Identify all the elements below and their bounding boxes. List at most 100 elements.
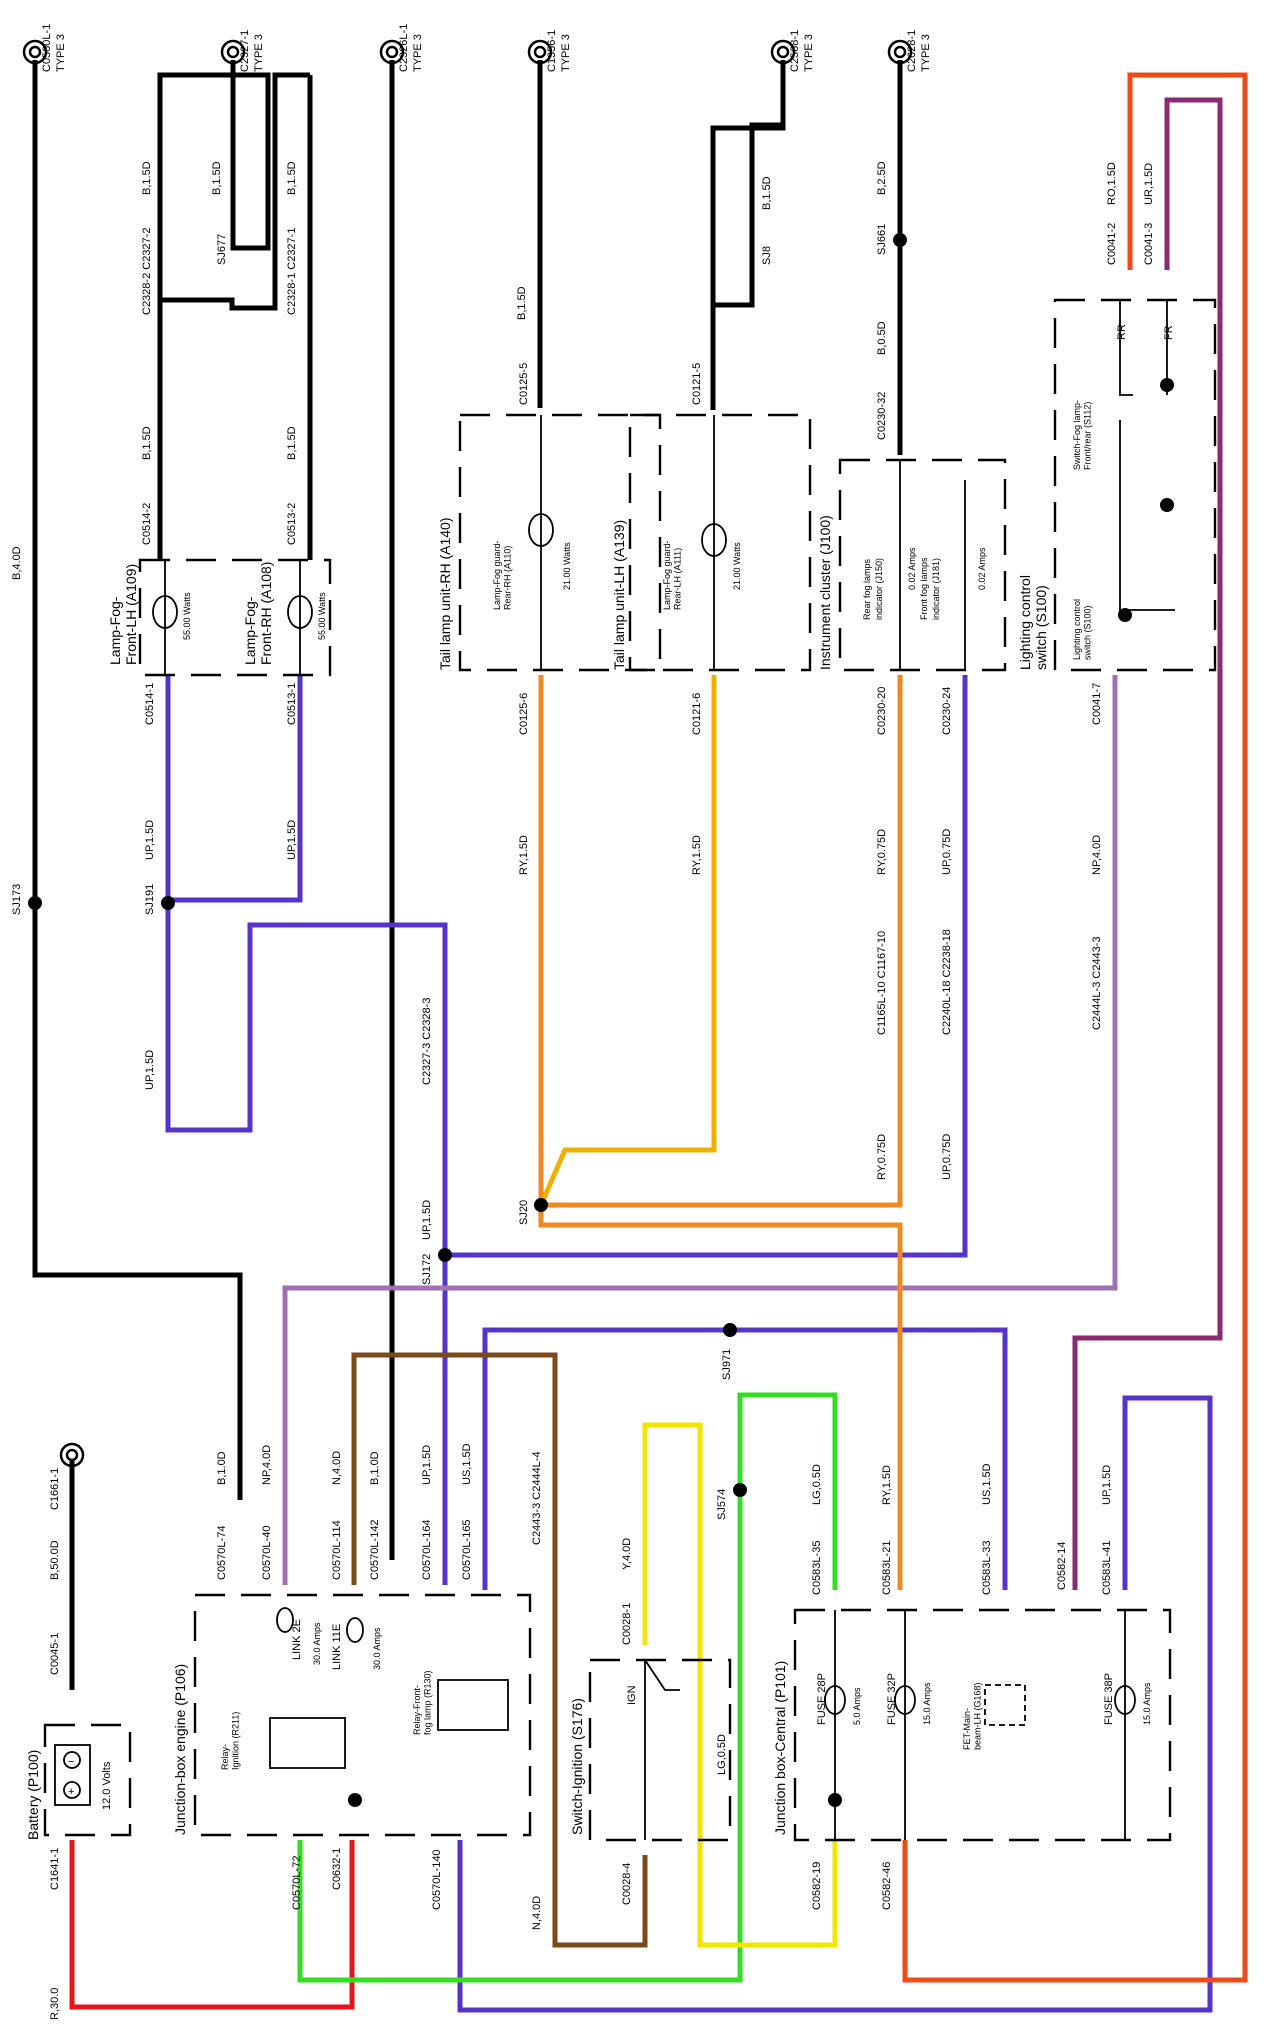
wire-label: B,1.5D xyxy=(286,161,298,195)
wire-label: RO,1.5D xyxy=(1106,162,1118,205)
wire-label: B,1.5D xyxy=(141,426,153,460)
splice-label: SJ574 xyxy=(716,1489,728,1520)
conn-label: C0583L-35 xyxy=(811,1541,823,1595)
conn-label: C2444L-3 C2443-3 xyxy=(1091,936,1103,1030)
wire-green-lg xyxy=(297,1392,838,1983)
wire-label: B,1.5D xyxy=(761,176,773,210)
title-lamp-fog-front-lh: Lamp-Fog-Front-LH (A109) xyxy=(107,564,139,665)
wire-b-4-0 xyxy=(32,60,243,1500)
ground-label-4: C2568-1 xyxy=(789,30,801,72)
conn-label: C0582-46 xyxy=(881,1862,893,1910)
conn-label: C0125-5 xyxy=(518,363,530,405)
inner-lighting-control: Lighting controlswitch (S100) xyxy=(1072,599,1092,660)
conn-label: C0570L-140 xyxy=(431,1849,443,1910)
ground-label-0: C0560L-1 xyxy=(41,24,53,72)
wire-label: RY,0.75D xyxy=(876,829,888,875)
fr-label: FR xyxy=(1163,325,1175,340)
battery-voltage: 12.0 Volts xyxy=(101,1761,113,1810)
fog-switch-label: Switch-Fog lamp-Front/rear (S112) xyxy=(1072,400,1092,470)
fuse38: FUSE 38P xyxy=(1103,1673,1115,1725)
fuse28-amps: 5.0 Amps xyxy=(852,1687,862,1725)
wire-label: R,30.0 xyxy=(49,1988,61,2020)
conn-label: C0570L-114 xyxy=(331,1520,343,1580)
wire-label: RY,1.5D xyxy=(518,835,530,875)
conn-label: C0632-1 xyxy=(331,1848,343,1890)
conn-label: C1661-1 xyxy=(49,1468,61,1510)
title-junction-engine: Junction-box engine (P106) xyxy=(172,1664,188,1835)
ground-symbols xyxy=(22,39,913,1468)
conn-label: C0583L-21 xyxy=(881,1541,893,1595)
conn-label: C0121-5 xyxy=(691,363,703,405)
conn-label: C2328-2 C2327-2 xyxy=(141,228,153,315)
ground-type-5: TYPE 3 xyxy=(920,34,932,72)
wire-label: UP,0.75D xyxy=(941,829,953,875)
splice-label: SJ173 xyxy=(11,884,23,915)
conn-label: C0570L-142 xyxy=(369,1519,381,1580)
conn-label: C2443-3 C2444L-4 xyxy=(531,1451,543,1545)
component-boxes xyxy=(43,298,1217,1842)
wire-label: UR,1.5D xyxy=(1143,163,1155,205)
wire-label: UP,1.5D xyxy=(286,820,298,860)
wire-label: B,1.5D xyxy=(211,161,223,195)
rating-fog-rh: 55.00 Watts xyxy=(317,592,327,640)
wire-label: LG,0.5D xyxy=(811,1464,823,1505)
conn-label: C0041-2 xyxy=(1106,223,1118,265)
wire-label: B,2.5D xyxy=(876,161,888,195)
wire-yellow-y xyxy=(642,1422,838,1948)
splice-label: SJ677 xyxy=(216,234,228,265)
wire-label: UP,1.5D xyxy=(144,820,156,860)
connector-labels: C2328-2 C2327-2 C2328-1 C2327-1 C0514-2 … xyxy=(49,223,1155,1910)
ground-labels: C0560L-1 TYPE 3 C2327-1 TYPE 3 C2326L-1 … xyxy=(41,24,932,72)
wire-label: N,4.0D xyxy=(331,1451,343,1485)
wire-ry-central xyxy=(538,1205,903,1590)
conn-label: C0583L-33 xyxy=(981,1541,993,1595)
wire-label: US,1.5D xyxy=(981,1463,993,1505)
wire-ry-lh xyxy=(538,675,717,1206)
wire-ro xyxy=(902,72,1248,1983)
ground-type-3: TYPE 3 xyxy=(560,34,572,72)
conn-label: C0230-24 xyxy=(941,687,953,735)
wire-labels: B,4.0D B,1.5D B,1.5D B,1.5D B,1.5D B,1.5… xyxy=(11,161,1155,2020)
splice-label: SJ971 xyxy=(721,1349,733,1380)
conn-label: C0570L-164 xyxy=(421,1519,433,1580)
wire-ur xyxy=(1072,97,1223,1590)
splice-labels: SJ677 SJ8 SJ661 SJ173 SJ191 SJ20 SJ172 S… xyxy=(11,224,888,1520)
cluster-line2: indicator (J150) xyxy=(874,558,884,620)
conn-label: C0514-1 xyxy=(144,683,156,725)
wire-label: NP,4.0D xyxy=(1091,835,1103,875)
wire-brown-n xyxy=(351,1352,648,1948)
ground-label-2: C2326L-1 xyxy=(398,24,410,72)
wire-us-165 xyxy=(482,1327,1008,1590)
wire-label: B,1.5D xyxy=(516,286,528,320)
conn-label: C0230-20 xyxy=(876,687,888,735)
title-junction-central: Junction box-Central (P101) xyxy=(772,1661,788,1835)
wire-label: Y,4.0D xyxy=(621,1538,633,1570)
wire-up-fog-lh xyxy=(165,675,448,1133)
wire-label: B,1.0D xyxy=(369,1451,381,1485)
wire-pink-np xyxy=(282,675,1118,1585)
conn-label: C0582-14 xyxy=(1056,1542,1068,1590)
conn-label: C0570L-165 xyxy=(461,1519,473,1580)
wire-label: UP,0.75D xyxy=(941,1134,953,1180)
conn-label: C0570L-40 xyxy=(261,1526,273,1580)
wire-label: RY,1.5D xyxy=(881,1465,893,1505)
title-switch-ignition: Switch-Ignition (S176) xyxy=(569,1698,585,1835)
rr-label: RR xyxy=(1116,324,1128,340)
fuse32-amps: 15.0 Amps xyxy=(922,1682,932,1725)
ground-type-2: TYPE 3 xyxy=(412,34,424,72)
ground-type-1: TYPE 3 xyxy=(253,34,265,72)
conn-label: C2328-1 C2327-1 xyxy=(286,228,298,315)
ground-label-1: C2327-1 xyxy=(239,30,251,72)
wire-label: RY,0.75D xyxy=(876,1134,888,1180)
wire-label: UP,1.5D xyxy=(1101,1465,1113,1505)
wire-label: B,1.5D xyxy=(286,426,298,460)
conn-label: C0513-2 xyxy=(286,503,298,545)
fuse38-amps: 15.0 Amps xyxy=(1142,1682,1152,1725)
ground-type-4: TYPE 3 xyxy=(803,34,815,72)
wire-label: B,1.0D xyxy=(216,1451,228,1485)
wire-label: B,50.0D xyxy=(49,1540,61,1580)
wire-label: NP,4.0D xyxy=(261,1445,273,1485)
conn-label: C0125-6 xyxy=(518,693,530,735)
title-battery: Battery (P100) xyxy=(25,1750,41,1840)
inner-tail-lamp-lh: Lamp-Fog guard-Rear-LH (A111) xyxy=(662,540,682,610)
